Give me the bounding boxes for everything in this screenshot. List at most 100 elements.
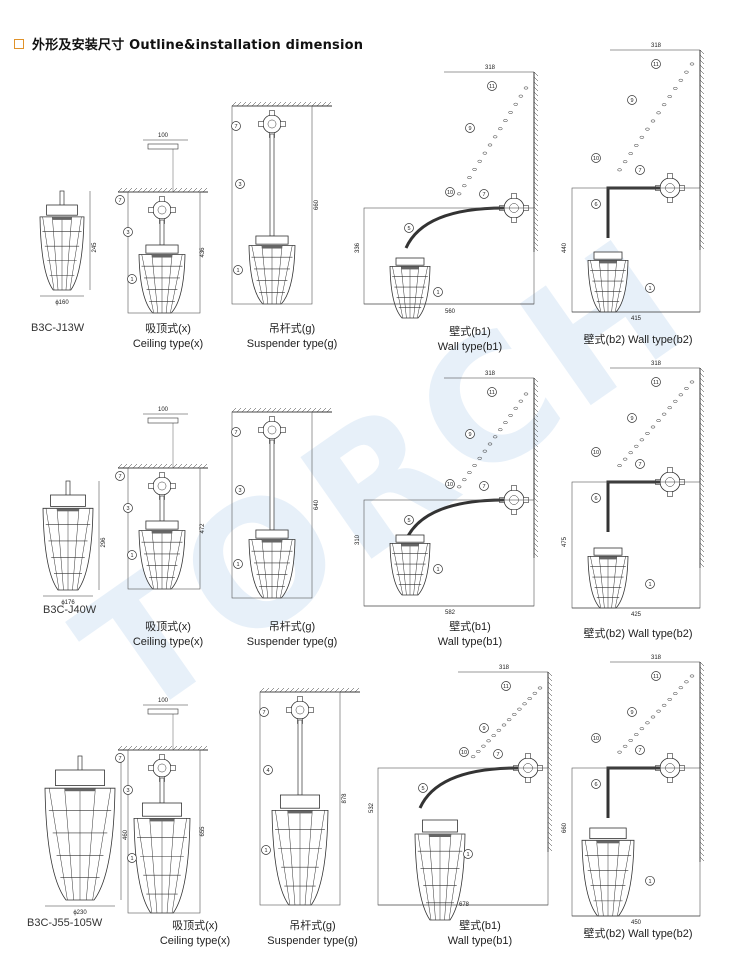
caption-ceiling-3: 吸顶式(x) Ceiling type(x) bbox=[140, 919, 250, 949]
hatch-mark bbox=[547, 696, 553, 702]
cable-gland bbox=[258, 121, 264, 127]
lamp-band bbox=[151, 254, 173, 258]
callout-number: 1 bbox=[130, 856, 133, 862]
cage-bar bbox=[165, 530, 173, 590]
cage-bar bbox=[392, 543, 404, 596]
junction-cover bbox=[267, 119, 277, 129]
hatch-mark bbox=[699, 427, 705, 433]
chain-link bbox=[684, 70, 689, 74]
callout-number: 10 bbox=[461, 750, 467, 756]
hatch-mark bbox=[533, 477, 539, 483]
hatch-mark bbox=[122, 187, 128, 193]
callout-number: 10 bbox=[447, 482, 453, 488]
suspender-rod bbox=[297, 719, 303, 796]
chain-link bbox=[492, 135, 498, 139]
wall-arm-b2 bbox=[606, 480, 660, 532]
hatch-mark bbox=[699, 686, 705, 692]
hatch-mark bbox=[316, 407, 322, 413]
dimension-frame bbox=[363, 499, 535, 607]
caption-wall-b2-3: 壁式(b2) Wall type(b2) bbox=[583, 928, 693, 940]
hatch-mark bbox=[547, 781, 553, 787]
cable-gland bbox=[170, 207, 176, 213]
hatch-mark bbox=[167, 745, 173, 751]
hatch-mark bbox=[533, 176, 539, 182]
hatch-mark bbox=[177, 745, 183, 751]
callout-number: 1 bbox=[130, 553, 133, 559]
chain-link bbox=[650, 119, 656, 123]
cage-bar bbox=[416, 543, 428, 596]
callout-number: 10 bbox=[447, 190, 453, 196]
chain-link bbox=[639, 438, 645, 442]
callout-number: 1 bbox=[236, 268, 239, 274]
ceiling-top-label: 100 bbox=[158, 698, 169, 704]
hatch-mark bbox=[533, 402, 539, 408]
dimension-frame bbox=[363, 207, 535, 305]
hatch-mark bbox=[699, 671, 705, 677]
callout-circle bbox=[591, 779, 601, 789]
lamp-cap bbox=[255, 235, 289, 245]
wall-arm bbox=[418, 766, 519, 809]
cable-gland bbox=[667, 777, 673, 783]
hatch-mark bbox=[699, 841, 705, 847]
hatch-mark bbox=[197, 745, 203, 751]
hatch-mark bbox=[699, 467, 705, 473]
hatch-mark bbox=[699, 79, 705, 85]
hatch-mark bbox=[533, 131, 539, 137]
hatch-mark bbox=[274, 687, 280, 693]
callout-circle bbox=[115, 471, 125, 481]
cable-gland bbox=[308, 707, 314, 713]
hatch-mark bbox=[699, 99, 705, 105]
callout-circle bbox=[627, 707, 637, 717]
hatch-mark bbox=[699, 452, 705, 458]
hatch-mark bbox=[699, 54, 705, 60]
hatch-mark bbox=[699, 771, 705, 777]
chain-link bbox=[667, 697, 672, 701]
chain-link bbox=[689, 62, 695, 66]
hatch-mark bbox=[699, 214, 705, 220]
hatch-mark bbox=[251, 101, 257, 107]
hatch-mark bbox=[547, 736, 553, 742]
hatch-mark bbox=[547, 741, 553, 747]
cage-bar bbox=[400, 543, 407, 596]
hatch-mark bbox=[547, 751, 553, 757]
hatch-mark bbox=[547, 776, 553, 782]
hatch-mark bbox=[547, 846, 553, 852]
caption-suspender-1: 吊杆式(g) Suspender type(g) bbox=[232, 322, 352, 352]
caption-cn: 吸顶式(x) bbox=[145, 621, 191, 633]
cable-gland bbox=[667, 197, 673, 203]
callout-number: 11 bbox=[489, 390, 495, 396]
callout-circle bbox=[635, 165, 645, 175]
hatch-mark bbox=[699, 716, 705, 722]
hatch-mark bbox=[699, 447, 705, 453]
hatch-mark bbox=[132, 463, 138, 469]
callout-circle bbox=[445, 479, 455, 489]
hatch-mark bbox=[699, 731, 705, 737]
cage-bar bbox=[137, 818, 153, 914]
callout-number: 9 bbox=[630, 416, 633, 422]
hatch-mark bbox=[699, 711, 705, 717]
chain-link bbox=[639, 135, 645, 139]
hatch-mark bbox=[279, 687, 285, 693]
hatch-mark bbox=[326, 407, 332, 413]
cable-gland bbox=[511, 193, 517, 199]
hatch-mark bbox=[699, 472, 705, 478]
hatch-mark bbox=[699, 194, 705, 200]
cage-bar bbox=[417, 833, 432, 921]
chain-link bbox=[645, 431, 650, 435]
hatch-mark bbox=[699, 204, 705, 210]
callout-circle bbox=[123, 503, 133, 513]
hatch-mark bbox=[547, 731, 553, 737]
hatch-mark bbox=[167, 463, 173, 469]
wall-b1-height-label: 532 bbox=[369, 802, 375, 813]
callout-number: 1 bbox=[436, 290, 439, 296]
hatch-mark bbox=[547, 761, 553, 767]
chain-link bbox=[656, 709, 661, 713]
caption-wall-b2-1: 壁式(b2) Wall type(b2) bbox=[583, 334, 693, 346]
hatch-mark bbox=[699, 154, 705, 160]
hatch-mark bbox=[699, 59, 705, 65]
cage-bar bbox=[45, 508, 60, 591]
cage-bar bbox=[86, 788, 96, 901]
hatch-mark bbox=[122, 745, 128, 751]
lamp-cap bbox=[395, 534, 425, 543]
chain-link bbox=[673, 399, 678, 403]
